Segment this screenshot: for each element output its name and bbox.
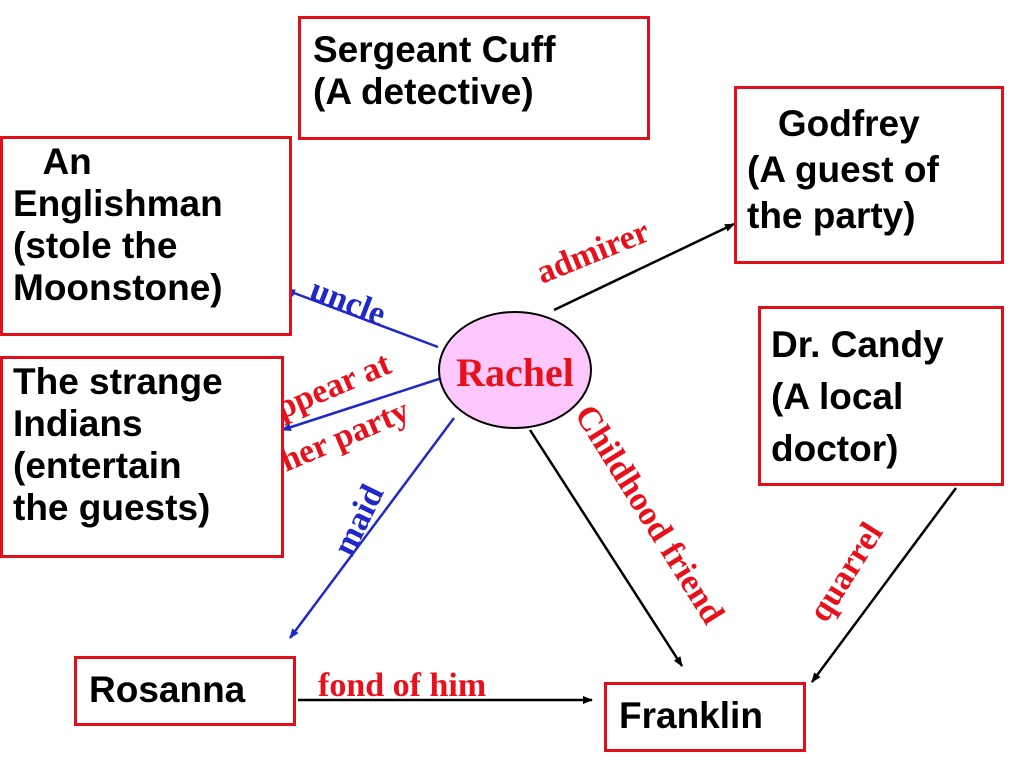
node-line: (entertain — [13, 445, 182, 486]
node-line: Franklin — [619, 695, 763, 736]
node-franklin: Franklin — [604, 682, 806, 752]
arrow-uncle — [285, 288, 439, 349]
node-sergeant-cuff: Sergeant Cuff (A detective) — [298, 16, 650, 140]
arrow-appear-at-party — [281, 376, 443, 432]
node-line: (stole the — [13, 225, 178, 266]
node-strange-indians: The strange Indians (entertain the guest… — [0, 356, 284, 558]
relation-label-quarrel: quarrel — [801, 516, 890, 628]
node-rosanna: Rosanna — [74, 656, 296, 726]
center-node-label: Rachel — [456, 350, 574, 395]
node-line: Moonstone) — [13, 267, 223, 308]
relation-label-childhood-friend: Childhood friend — [567, 399, 731, 631]
node-line: doctor) — [771, 428, 899, 469]
node-line: (A detective) — [313, 71, 534, 112]
center-node-ellipse — [438, 311, 592, 429]
node-line: The strange — [13, 361, 223, 402]
node-line: Indians — [13, 403, 143, 444]
arrow-childhood-friend — [528, 429, 684, 667]
node-line: (A local — [771, 376, 904, 417]
node-godfrey: Godfrey (A guest of the party) — [734, 86, 1004, 264]
relation-label-maid: maid — [326, 479, 392, 562]
arrow-quarrel — [810, 487, 958, 683]
node-line: the guests) — [13, 487, 211, 528]
node-line: Sergeant Cuff — [313, 29, 556, 70]
node-line: Dr. Candy — [771, 324, 944, 365]
node-line: (A guest of — [747, 149, 939, 190]
node-englishman: An Englishman (stole the Moonstone) — [0, 136, 292, 336]
node-line: Englishman — [13, 183, 223, 224]
arrow-maid — [288, 417, 456, 639]
node-line: Godfrey — [747, 103, 920, 144]
node-line: An — [13, 141, 92, 182]
node-line: the party) — [747, 195, 916, 236]
arrow-admirer — [553, 222, 735, 312]
relation-label-uncle: uncle — [305, 271, 391, 333]
node-dr-candy: Dr. Candy (A local doctor) — [758, 306, 1004, 486]
relation-label-admirer: admirer — [531, 213, 655, 292]
node-line: Rosanna — [89, 669, 246, 710]
relation-label-fond-of-him: fond of him — [318, 667, 486, 704]
